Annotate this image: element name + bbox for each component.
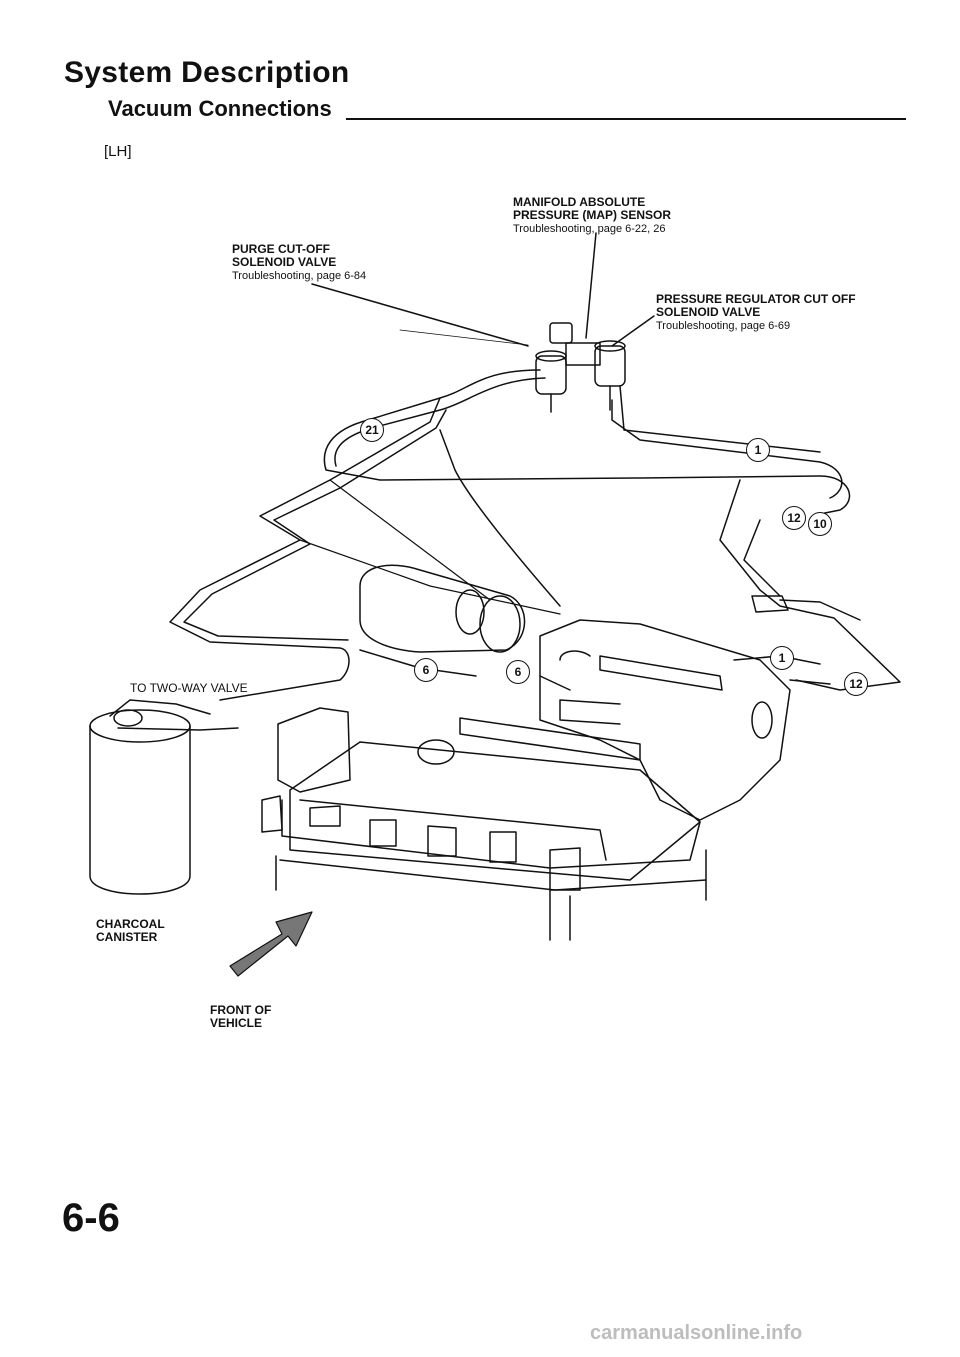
pr-valve-label: PRESSURE REGULATOR CUT OFF SOLENOID VALV… (656, 292, 856, 319)
map-sensor-ref: Troubleshooting, page 6-22, 26 (513, 223, 666, 235)
two-way-valve-label: TO TWO-WAY VALVE (130, 681, 248, 695)
hose-number-10: 10 (808, 512, 832, 536)
variant-label: [LH] (104, 143, 132, 160)
charcoal-canister-icon (89, 699, 239, 895)
page-title: System Description (64, 56, 350, 89)
page-number: 6-6 (62, 1196, 120, 1240)
front-label: FRONT OF VEHICLE (210, 1003, 272, 1030)
hose-number-6: 6 (414, 658, 438, 682)
purge-valve-icon (535, 350, 567, 413)
canister-label: CHARCOAL CANISTER (96, 917, 165, 944)
hose-number-12: 12 (782, 506, 806, 530)
map-sensor-icon (549, 322, 573, 344)
map-sensor-label: MANIFOLD ABSOLUTE PRESSURE (MAP) SENSOR (513, 195, 672, 222)
purge-valve-ref: Troubleshooting, page 6-84 (232, 270, 367, 282)
front-arrow-icon (229, 911, 313, 977)
hose-number-1: 1 (746, 438, 770, 462)
pr-valve-ref: Troubleshooting, page 6-69 (656, 320, 791, 332)
watermark: carmanualsonline.info (590, 1322, 803, 1344)
pr-valve-icon (594, 340, 626, 411)
hose-number-1: 1 (770, 646, 794, 670)
title-rule (346, 118, 906, 120)
purge-valve-label: PURGE CUT-OFF SOLENOID VALVE (232, 242, 337, 269)
hose-number-21: 21 (360, 418, 384, 442)
hose-number-6: 6 (506, 660, 530, 684)
hose-number-12: 12 (844, 672, 868, 696)
section-subtitle: Vacuum Connections (108, 96, 332, 121)
